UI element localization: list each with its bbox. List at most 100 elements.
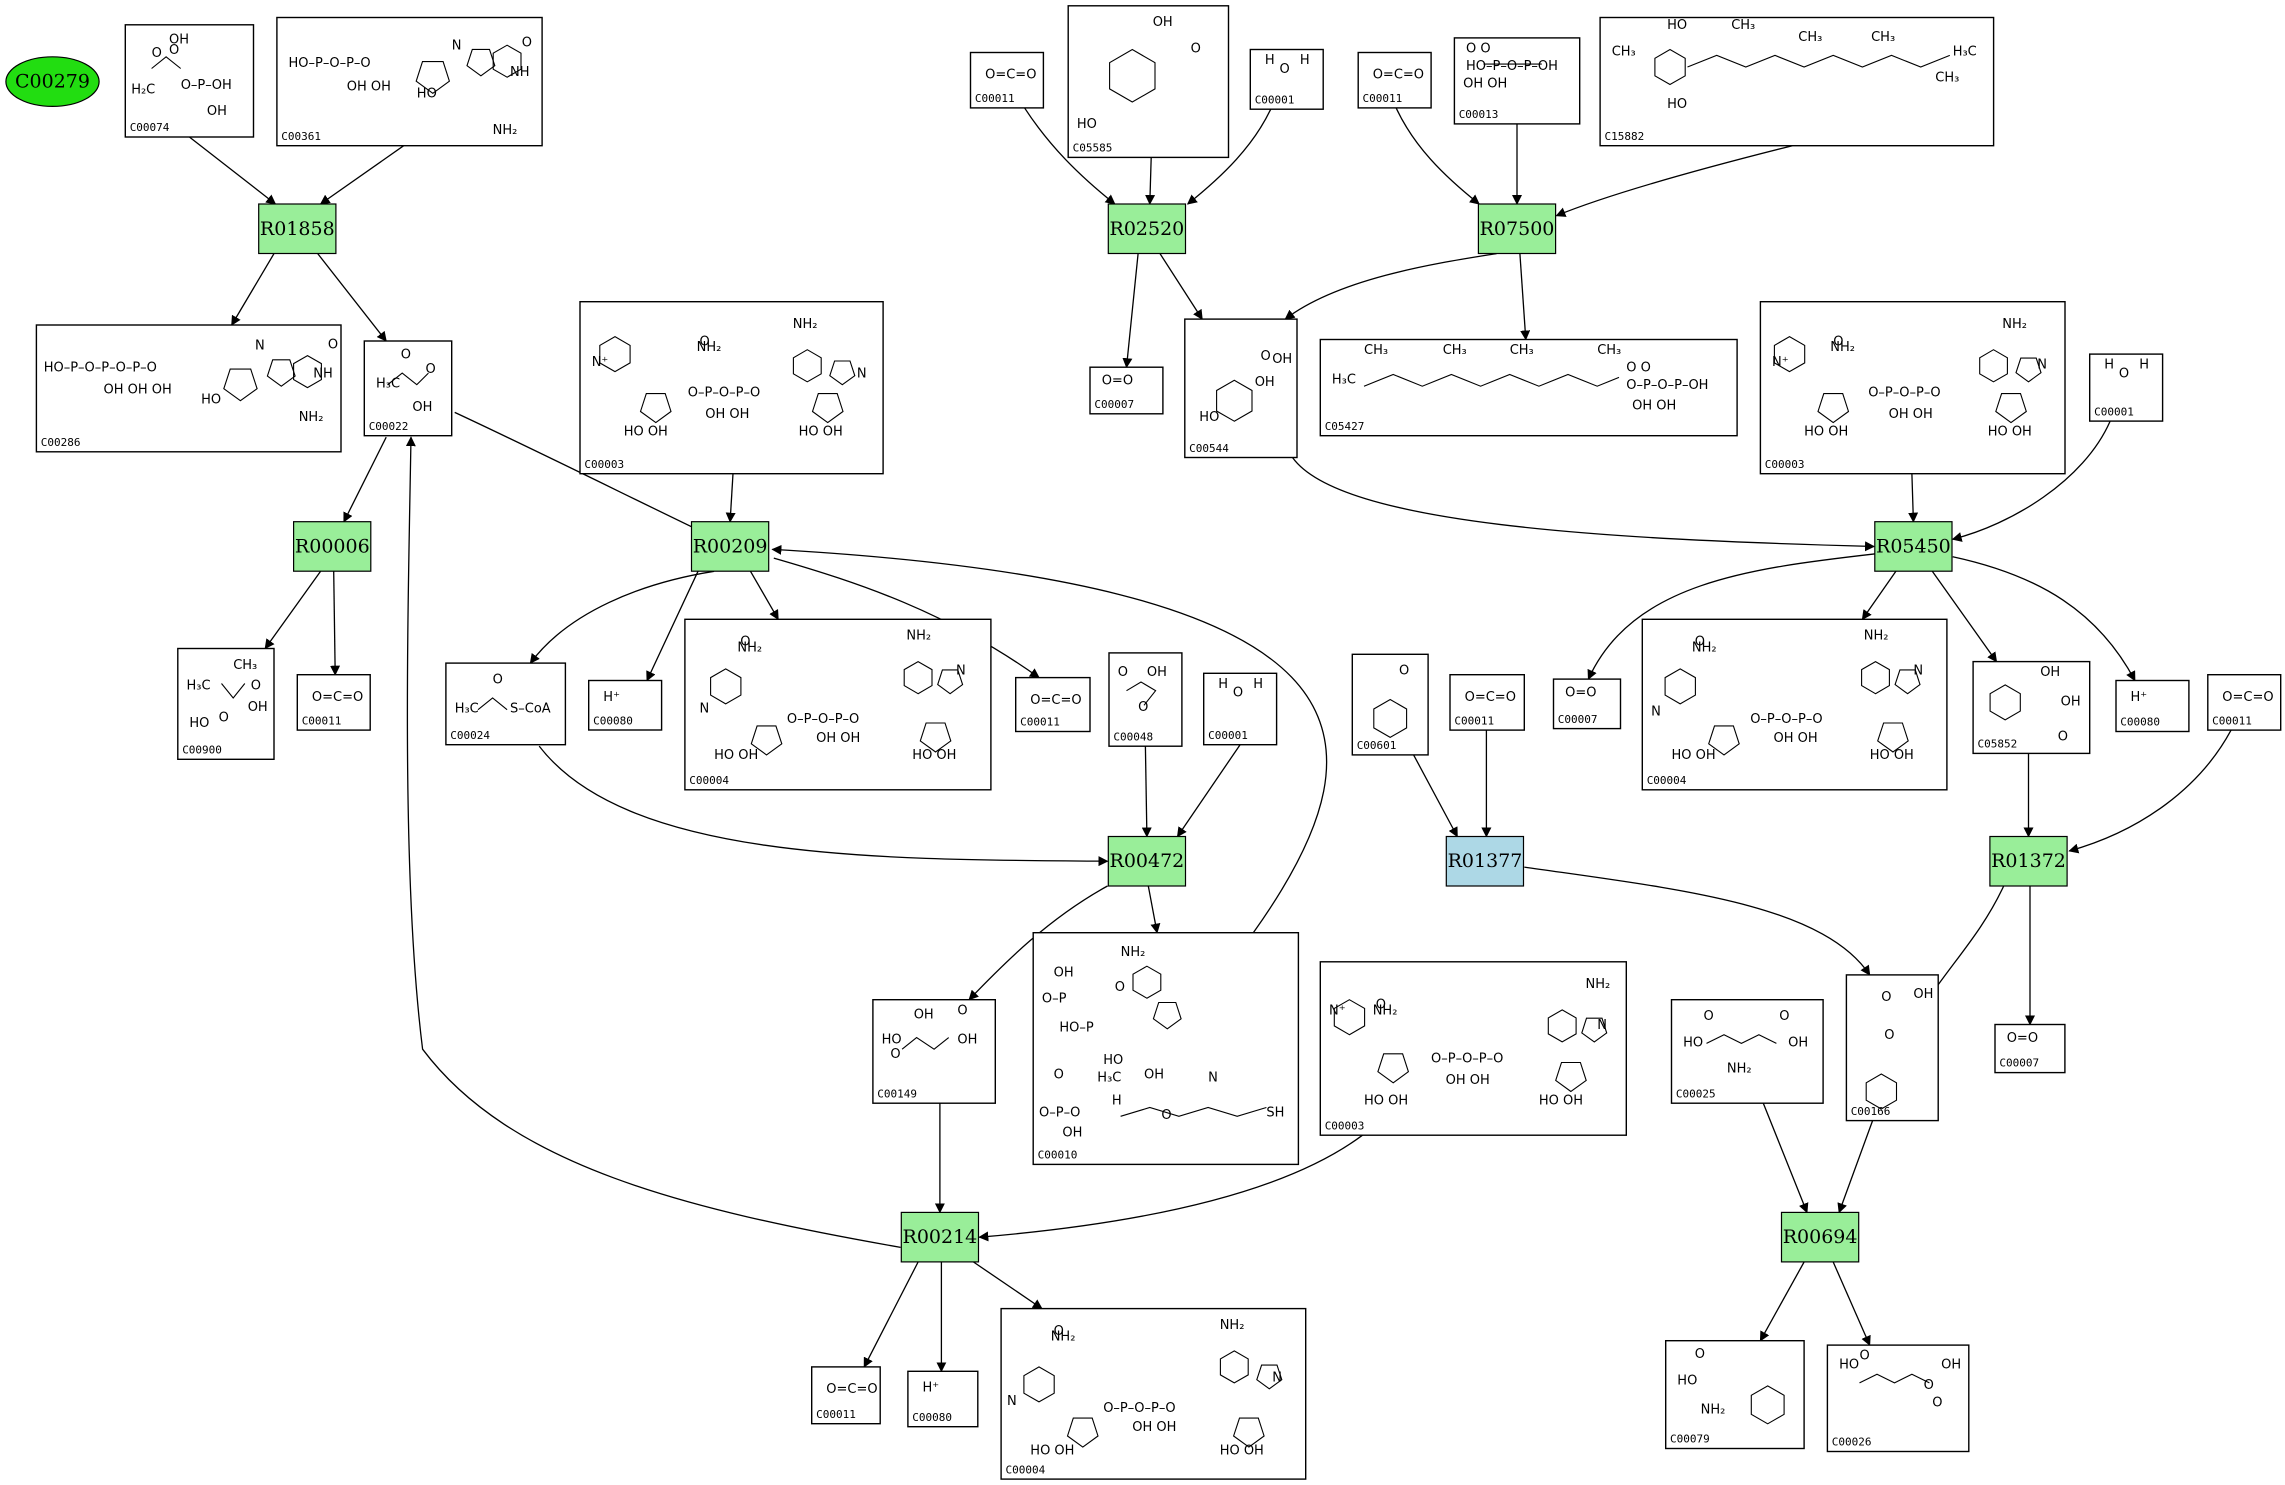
reaction-node[interactable]: R00006: [293, 521, 372, 572]
structure-label: O–P–OH: [181, 78, 232, 93]
structure-label: O=C=O: [826, 1382, 877, 1397]
edge-arrow: [1837, 1120, 1874, 1214]
reaction-node[interactable]: R01377: [1445, 835, 1525, 887]
compound-box: [1249, 48, 1324, 110]
structure-label: N: [1913, 664, 1923, 679]
structure-label: N: [1651, 705, 1661, 720]
edge-arrow: [1159, 253, 1203, 320]
edge-arrow: [231, 253, 275, 326]
compound-box: [1184, 318, 1298, 459]
reaction-node[interactable]: R02520: [1107, 203, 1187, 255]
compound-id: C00149: [877, 1087, 917, 1100]
reaction-node[interactable]: R00694: [1780, 1211, 1860, 1263]
structure-label: O: [1695, 1347, 1705, 1362]
compound-node[interactable]: H⁺C00080: [588, 679, 663, 731]
structure-label: HO OH: [799, 425, 843, 440]
reaction-id: R00006: [295, 536, 370, 558]
structure-label: OH: [1144, 1067, 1164, 1082]
structure-label: HO: [201, 393, 221, 408]
compound-node[interactable]: H⁺C00080: [907, 1370, 979, 1428]
edge-arrow: [1555, 145, 1793, 217]
compound-box: [1089, 366, 1164, 415]
ring-bond: [1877, 722, 1909, 753]
structure-label: OH: [169, 33, 189, 48]
ring-bond: [710, 668, 742, 705]
reaction-node[interactable]: R00209: [690, 521, 770, 572]
compound-box: [684, 618, 992, 791]
structure-label: NH₂: [1692, 640, 1717, 655]
structure-label: O–P–O–P–O: [688, 385, 760, 400]
ring-bond: [1654, 48, 1686, 86]
structure-label: CH₃: [1612, 44, 1636, 59]
structure-label: N: [1007, 1394, 1017, 1409]
reaction-node[interactable]: R00214: [900, 1211, 980, 1263]
compound-box: [1670, 999, 1824, 1104]
structure-label: HO: [882, 1032, 902, 1047]
structure-label: HO OH: [624, 425, 668, 440]
edge-arrow: [1292, 457, 1875, 552]
chain-bond: [221, 683, 246, 699]
structure-label: H₃C: [187, 678, 211, 693]
compound-box: [1108, 652, 1183, 747]
reaction-node[interactable]: R07500: [1477, 203, 1557, 255]
compound-box: [872, 999, 997, 1104]
reaction-node[interactable]: R01372: [1989, 835, 2068, 887]
compound-box: [907, 1370, 979, 1428]
edge-arrow: [405, 436, 901, 1249]
compound-box: [445, 662, 567, 746]
start-compound-node[interactable]: C00279: [5, 56, 100, 107]
reaction-node[interactable]: R00472: [1107, 835, 1187, 887]
reaction-node[interactable]: R05450: [1874, 521, 1953, 572]
structure-label: HO–P–O–P–OH: [1466, 59, 1558, 74]
compound-node[interactable]: H⁺C00080: [2115, 679, 2190, 733]
ring-bond: [1547, 1009, 1577, 1043]
structure-label: O: [1881, 990, 1891, 1005]
structure-label: NH₂: [1864, 629, 1889, 644]
reaction-box: [690, 521, 770, 572]
reaction-node[interactable]: R01858: [258, 203, 337, 255]
structure-label: H: [1112, 1094, 1122, 1109]
edge-arrow: [1861, 570, 1897, 621]
compound-id: C00079: [1670, 1433, 1710, 1446]
structure-label: OH OH: [705, 407, 749, 422]
